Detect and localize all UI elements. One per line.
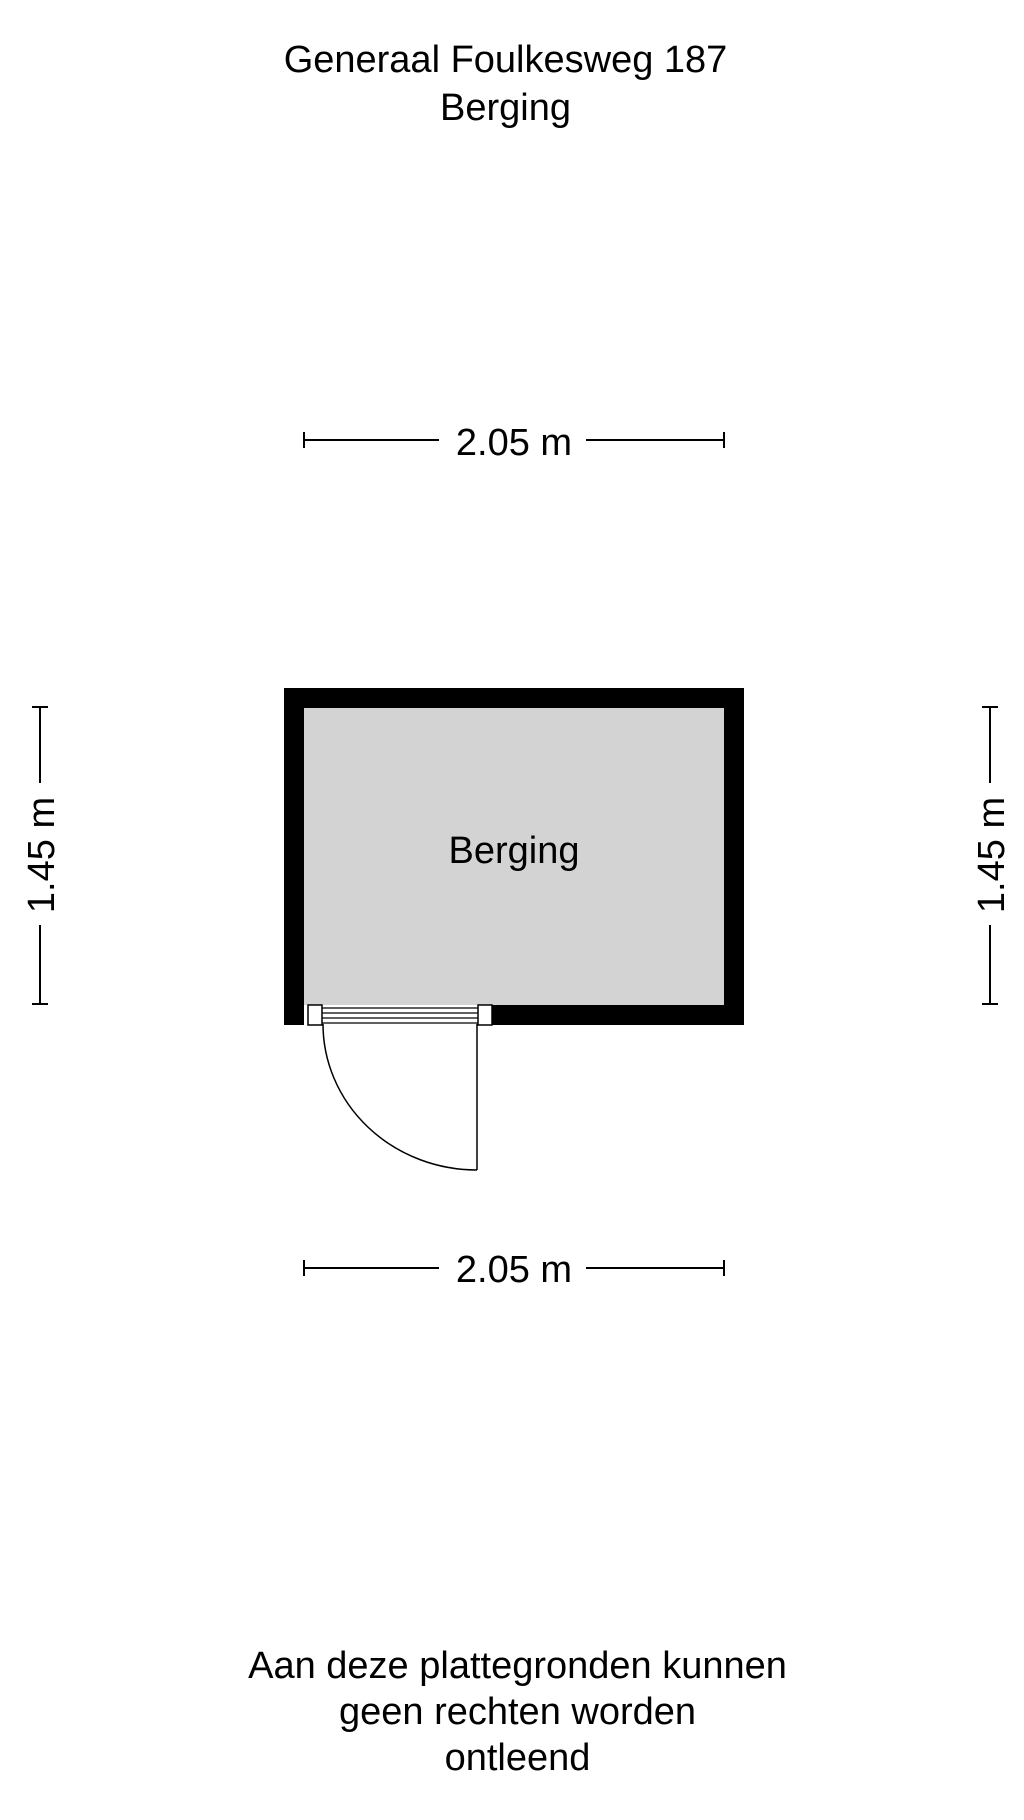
- door-opening: [304, 1005, 492, 1025]
- door-jamb-right: [477, 1004, 493, 1026]
- disclaimer-line-3: ontleend: [444, 1737, 591, 1779]
- room-berging: Berging: [284, 688, 744, 1025]
- disclaimer-line-2: geen rechten worden: [338, 1691, 697, 1733]
- dimension-top-label: 2.05 m: [456, 422, 572, 464]
- floor-title: Berging: [440, 87, 571, 129]
- room-label: Berging: [449, 830, 580, 872]
- dimension-bottom-label: 2.05 m: [456, 1249, 572, 1291]
- address-title: Generaal Foulkesweg 187: [283, 39, 728, 81]
- dimension-top: 2.05 m: [303, 422, 725, 464]
- dimension-left: 1.45 m: [21, 706, 63, 1005]
- dimension-bottom: 2.05 m: [303, 1249, 725, 1291]
- dimension-right-label: 1.45 m: [971, 797, 1013, 913]
- title-block: Generaal Foulkesweg 187 Berging: [0, 36, 1011, 132]
- disclaimer: Aan deze plattegronden kunnen geen recht…: [0, 1643, 1024, 1781]
- disclaimer-line-1: Aan deze plattegronden kunnen: [248, 1645, 787, 1687]
- dimension-left-label: 1.45 m: [21, 797, 63, 913]
- door-swing-arc: [322, 1023, 478, 1171]
- door: [304, 1004, 493, 1171]
- dimension-right: 1.45 m: [971, 706, 1013, 1005]
- door-jamb-left: [307, 1004, 323, 1026]
- room-floor: [304, 708, 724, 1005]
